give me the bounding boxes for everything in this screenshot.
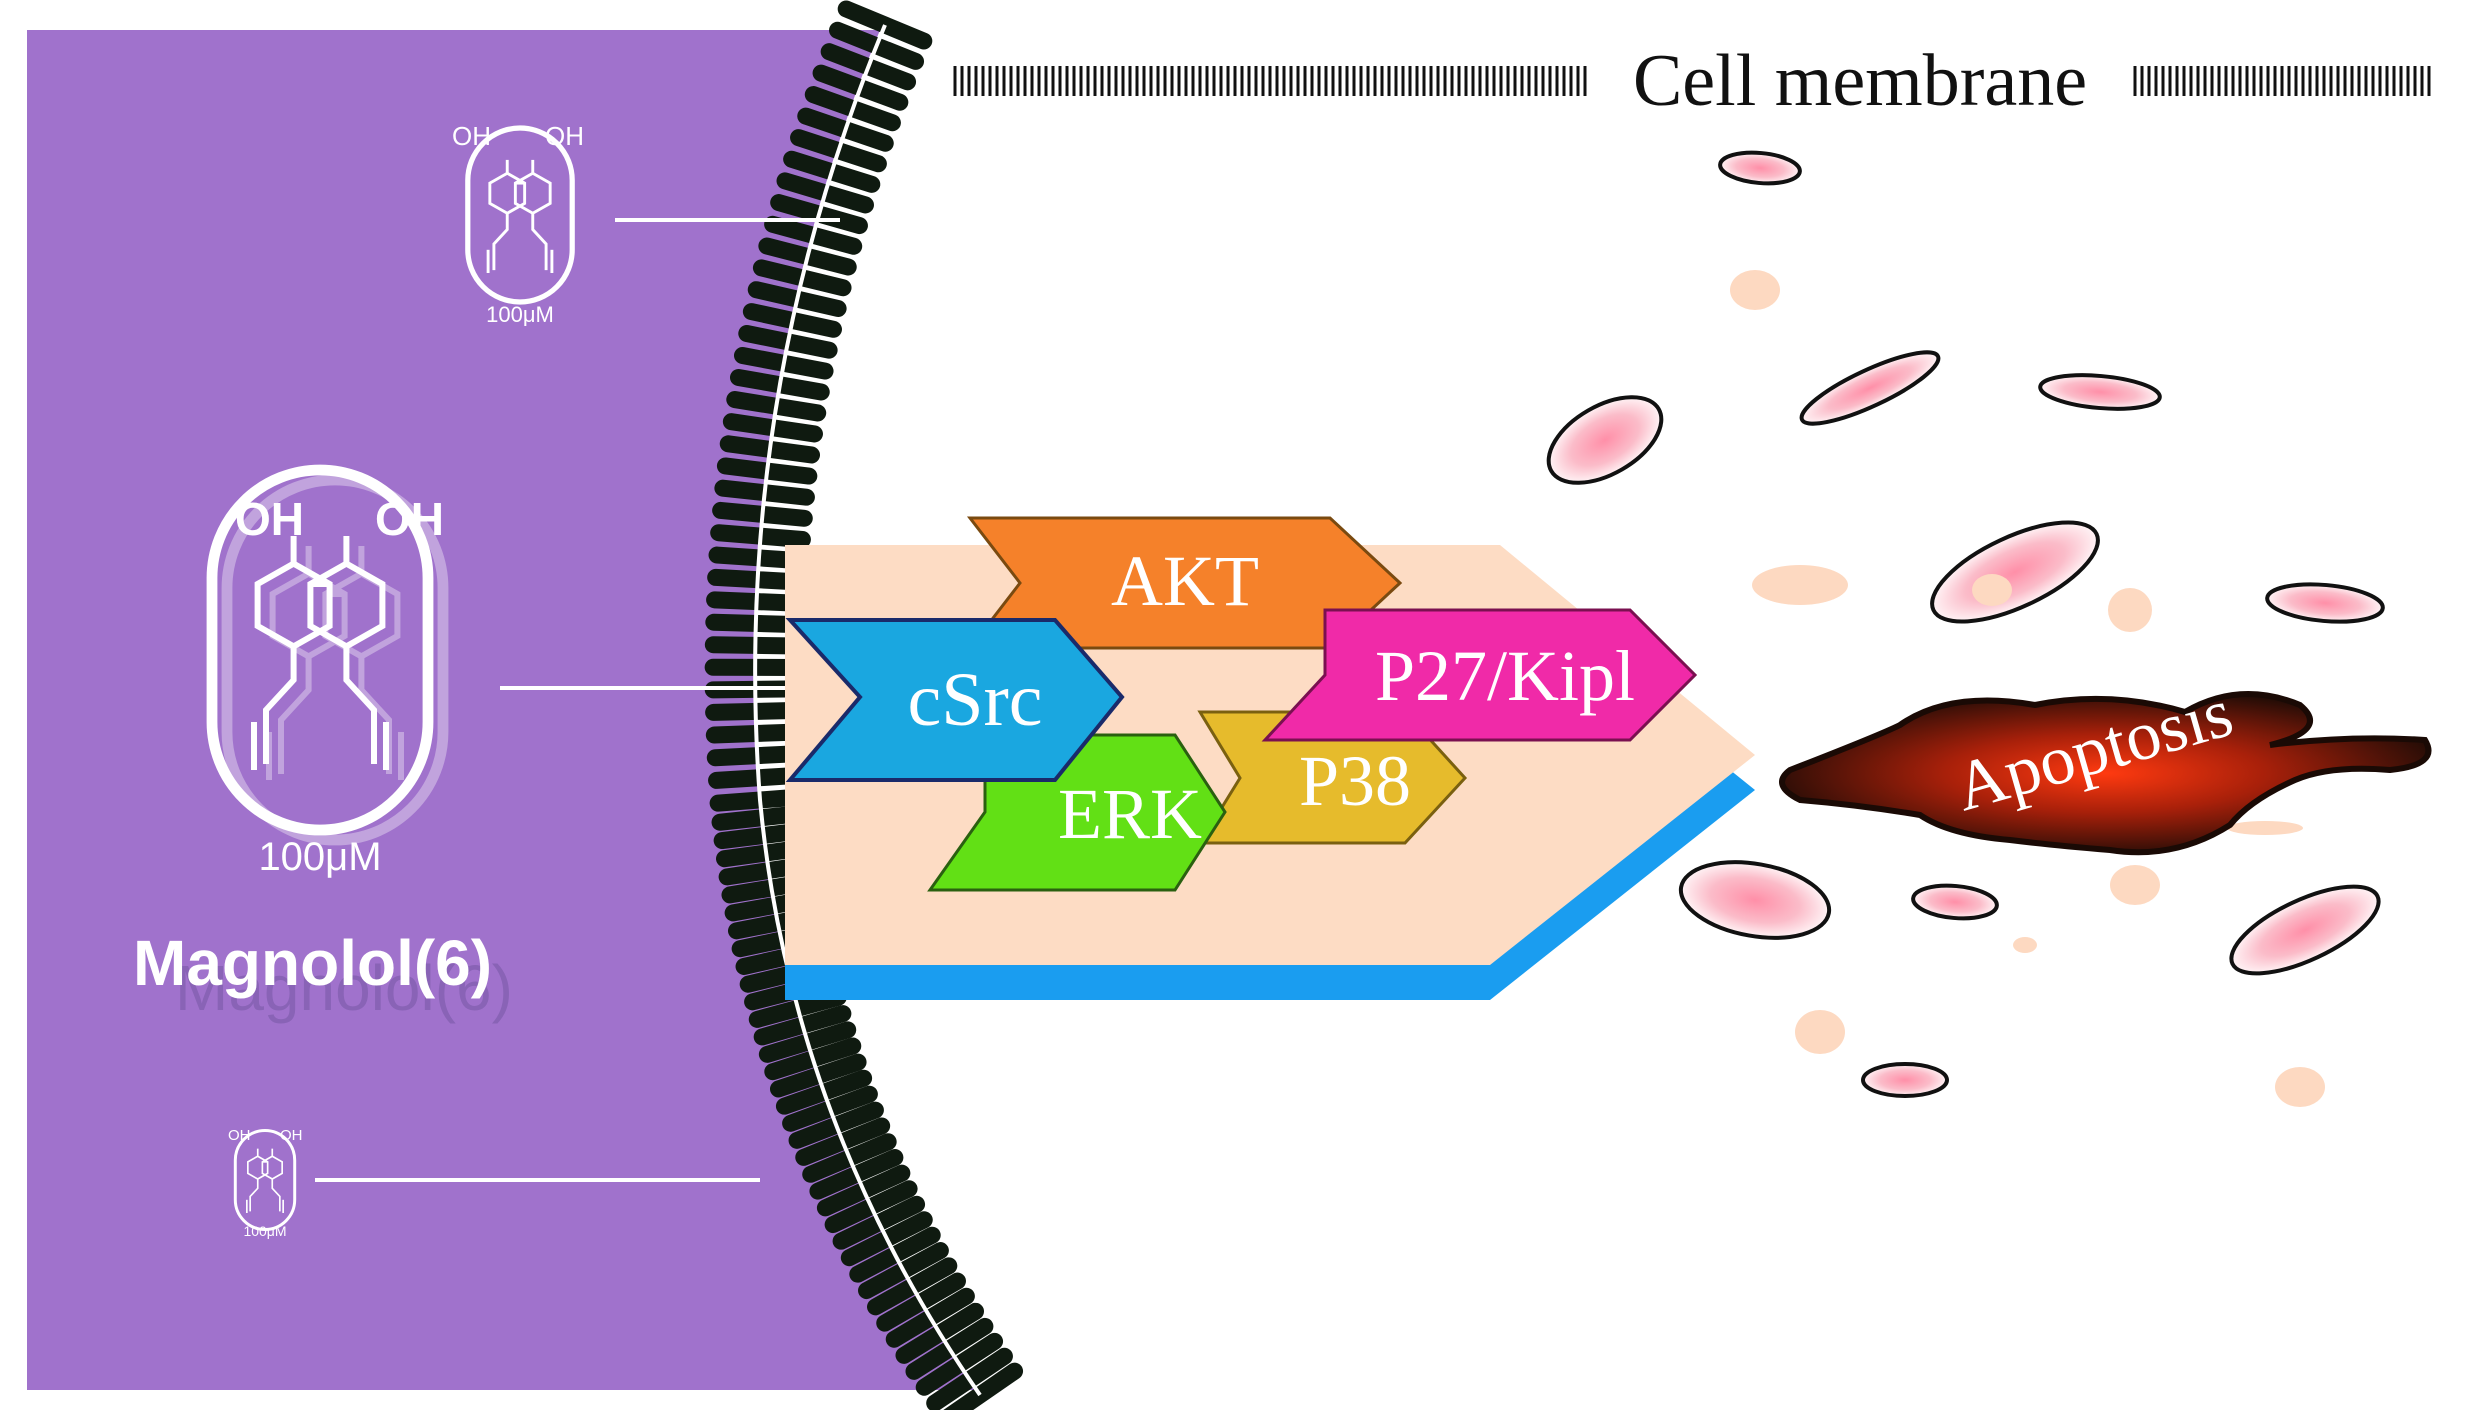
cell-fragment-icon: [1718, 150, 1802, 186]
cell-fragment-icon: [1678, 860, 1832, 940]
debris-fragment: [2108, 588, 2152, 632]
oh-label-bottom-left: OH: [228, 1127, 251, 1144]
membrane-legend-right: [2133, 66, 2431, 96]
magnolol-structure-icon: OH OH 100μM: [212, 470, 444, 879]
cell-fragment-icon: [1546, 395, 1664, 485]
oh-label-right: OH: [375, 493, 444, 545]
cell-fragment-icon: [1799, 350, 1941, 426]
concentration-label-bottom: 100μM: [243, 1223, 286, 1239]
oh-label-bottom-right: OH: [280, 1127, 303, 1144]
debris-fragment: [1972, 574, 2012, 606]
akt-arrow: AKT: [966, 516, 1403, 650]
debris-fragment: [1795, 1010, 1845, 1054]
debris-fragment: [2110, 865, 2160, 905]
debris-fragment: [2227, 821, 2303, 835]
cell-membrane: [704, 0, 1024, 1410]
oh-label-top-right: OH: [545, 121, 584, 151]
cell-fragment-icon: [2265, 582, 2385, 624]
membrane-centerline: [753, 24, 982, 1397]
cell-fragment-icon: [1930, 520, 2100, 624]
cell-fragment-icon: [2229, 884, 2381, 976]
debris-fragment: [2013, 937, 2037, 953]
p27-arrow: P27/Kipl: [1261, 608, 1698, 742]
p38-arrow: P38: [1197, 710, 1468, 845]
debris-fragment: [1730, 270, 1780, 310]
compound-name: Magnolol(6): [133, 927, 492, 999]
cell-fragment-icon: [1911, 883, 1999, 921]
csrc-label: cSrc: [907, 658, 1042, 742]
akt-label: AKT: [1111, 541, 1259, 621]
compound-name-shadow: Magnolol(6): [175, 952, 513, 1024]
concentration-label: 100μM: [258, 835, 381, 879]
cell-fragment-icon: [2038, 373, 2162, 411]
cell-fragments: [1546, 150, 2385, 1107]
debris-fragment: [2275, 1067, 2325, 1107]
membrane-legend-left: [953, 66, 1587, 96]
debris-fragment: [1752, 565, 1848, 605]
oh-label-left: OH: [235, 493, 304, 545]
csrc-arrow: cSrc: [785, 618, 1125, 782]
erk-label: ERK: [1058, 774, 1202, 854]
p38-label: P38: [1299, 741, 1411, 821]
cell-membrane-label: Cell membrane: [1633, 40, 2087, 122]
concentration-label-top: 100μM: [486, 302, 554, 327]
cell-fragment-icon: [1861, 1062, 1949, 1098]
apoptosis-blob: Apoptosis: [1779, 674, 2432, 856]
p27-label: P27/Kipl: [1375, 636, 1635, 716]
oh-label-top-left: OH: [452, 121, 491, 151]
